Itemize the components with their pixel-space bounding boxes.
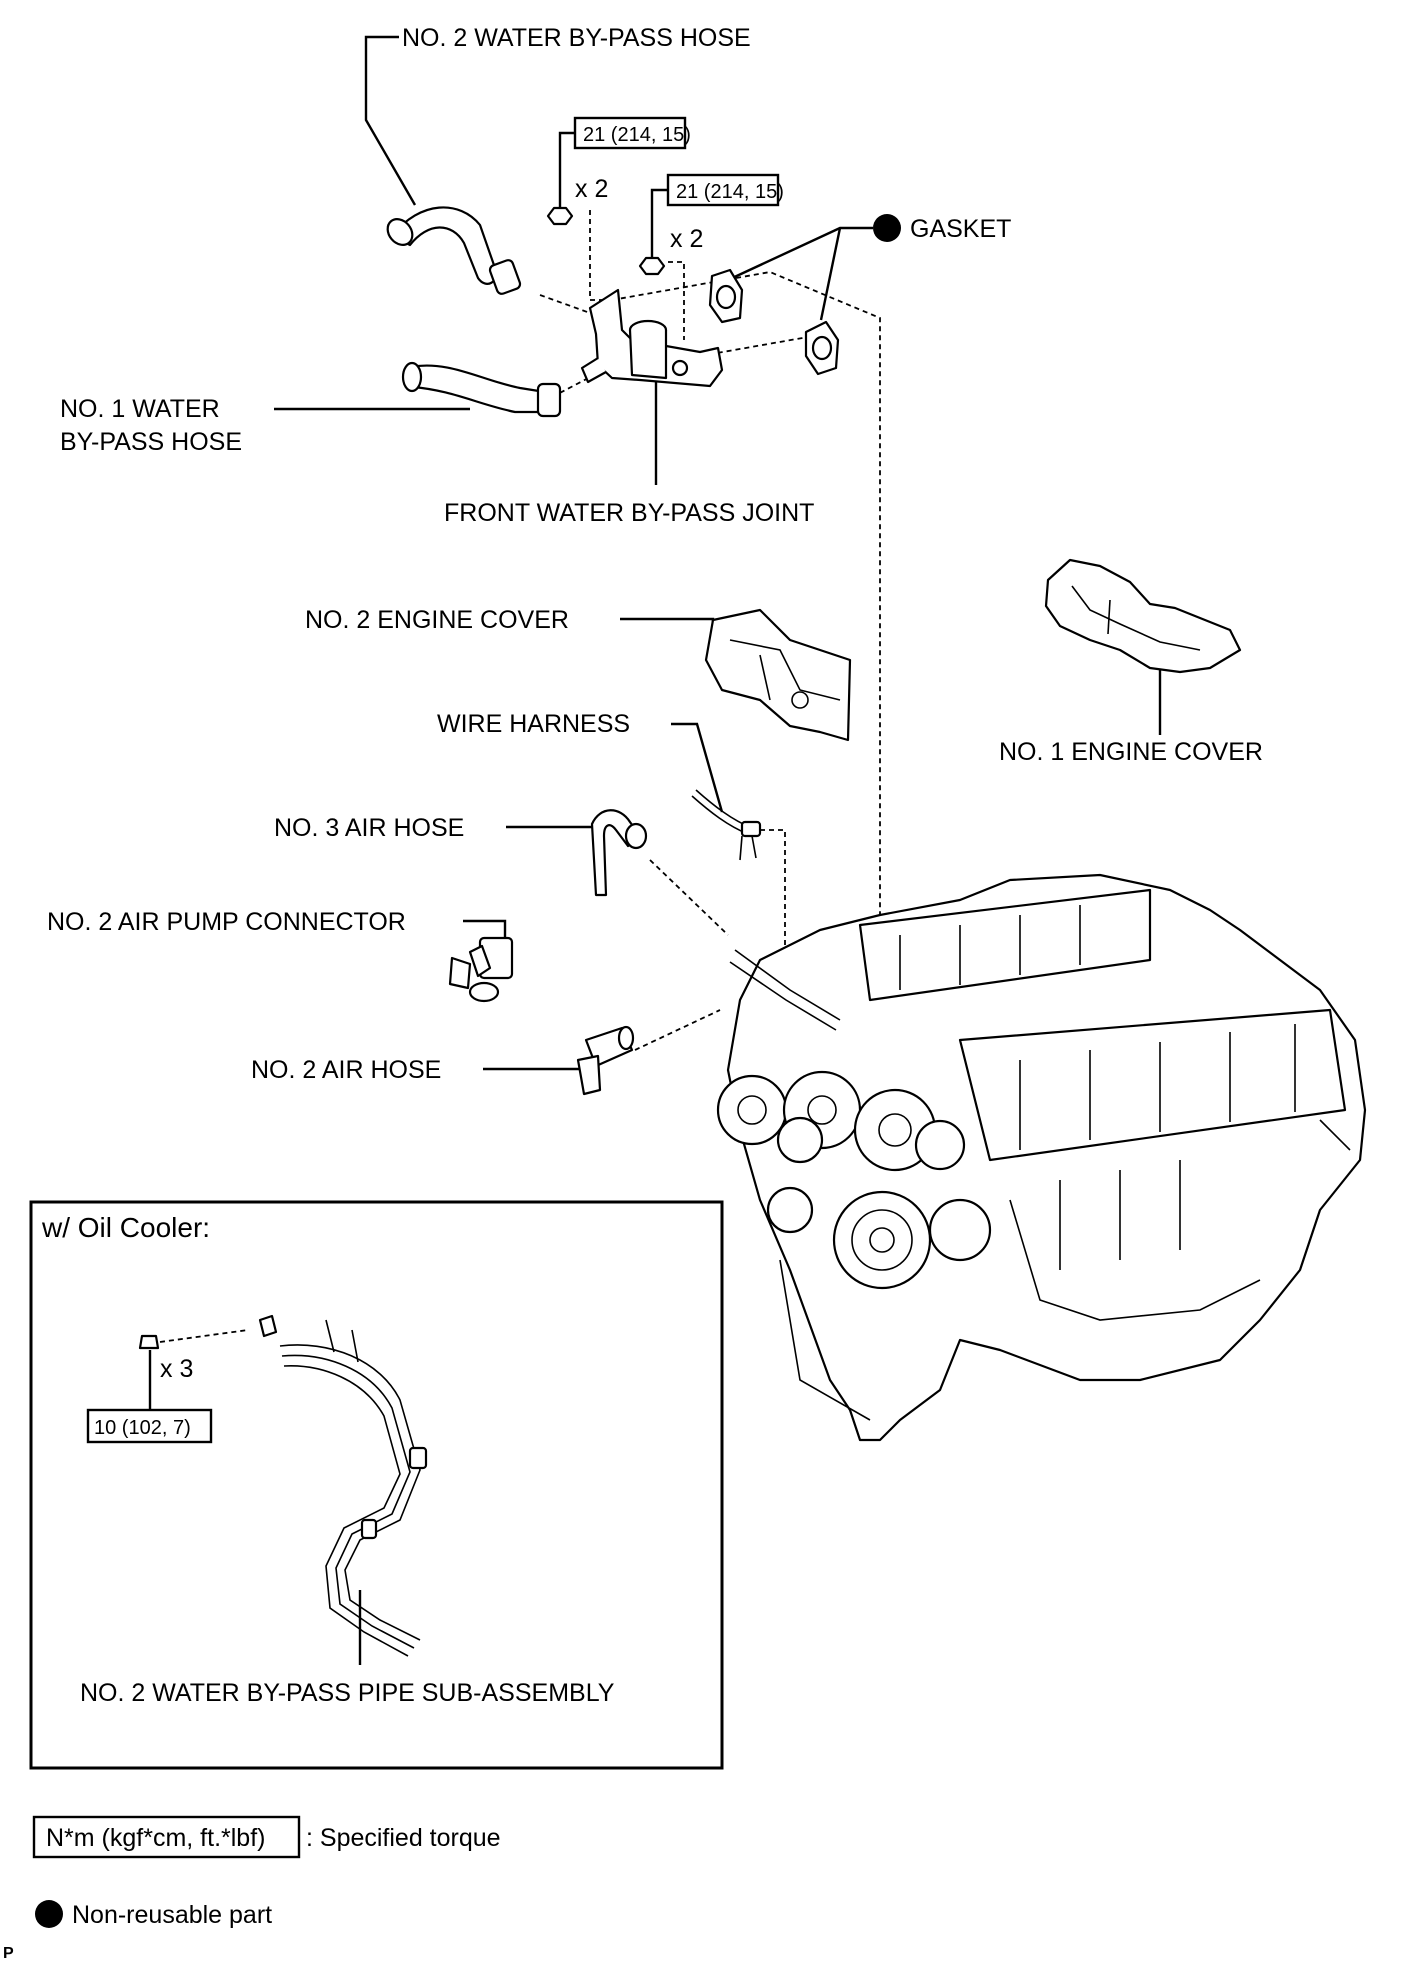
no2-air-pump-connector-drawing (448, 936, 514, 1003)
legend-nonreusable-dot-icon (35, 1900, 63, 1928)
label-no2-air-pump-connector: NO. 2 AIR PUMP CONNECTOR (47, 908, 406, 936)
label-no1-water-bypass-hose-line1: NO. 1 WATER (60, 395, 220, 423)
legend-torque-units: N*m (kgf*cm, ft.*lbf) (46, 1824, 265, 1852)
legend-nonreusable-desc: Non-reusable part (72, 1901, 272, 1929)
no1-water-bypass-hose-drawing (401, 361, 562, 418)
label-no2-water-bypass-hose: NO. 2 WATER BY-PASS HOSE (402, 24, 751, 52)
label-no1-engine-cover: NO. 1 ENGINE COVER (999, 738, 1263, 766)
torque-bolt-oil-cooler: 10 (102, 7) (94, 1417, 191, 1439)
torque-box-bolt (86, 1408, 213, 1444)
inset-title: w/ Oil Cooler: (41, 1212, 210, 1243)
label-gasket: GASKET (910, 215, 1011, 243)
legend-torque-desc: : Specified torque (306, 1824, 501, 1852)
label-no2-engine-cover: NO. 2 ENGINE COVER (305, 606, 569, 634)
label-no2-water-bypass-pipe: NO. 2 WATER BY-PASS PIPE SUB-ASSEMBLY (80, 1679, 615, 1707)
front-water-bypass-joint-drawing (580, 288, 724, 388)
label-front-water-bypass-joint: FRONT WATER BY-PASS JOINT (444, 499, 814, 527)
torque-nut-left: 21 (214, 15) (583, 124, 691, 146)
nut-left-icon (546, 206, 574, 226)
torque-nut-right: 21 (214, 15) (676, 181, 784, 203)
qty-nut-left: x 2 (575, 175, 608, 203)
torque-box-nut-left (573, 116, 687, 150)
bolt-icon (138, 1334, 160, 1350)
label-no3-air-hose: NO. 3 AIR HOSE (274, 814, 464, 842)
no1-engine-cover-drawing (1044, 558, 1242, 674)
label-no2-air-hose: NO. 2 AIR HOSE (251, 1056, 441, 1084)
water-bypass-pipe-drawing (258, 1314, 428, 1657)
nonreusable-dot-icon (873, 214, 901, 242)
label-wire-harness: WIRE HARNESS (437, 710, 630, 738)
torque-box-nut-right (666, 173, 780, 207)
label-no1-water-bypass-hose-line2: BY-PASS HOSE (60, 428, 242, 456)
no2-water-bypass-hose-drawing (386, 206, 522, 295)
qty-bolt-oil-cooler: x 3 (160, 1355, 193, 1383)
corner-mark: P (3, 1945, 14, 1962)
wire-harness-drawing (691, 789, 762, 861)
no2-air-hose-drawing (576, 1025, 635, 1096)
oil-cooler-inset-frame (29, 1200, 724, 1770)
gasket-drawings (708, 268, 840, 376)
no2-engine-cover-drawing (704, 608, 852, 742)
legend-torque-box (32, 1815, 301, 1859)
qty-nut-right: x 2 (670, 225, 703, 253)
leader-lines (148, 35, 1162, 1665)
engine-block-drawing (716, 873, 1367, 1442)
no3-air-hose-drawing (590, 809, 648, 897)
nut-right-icon (638, 256, 666, 276)
